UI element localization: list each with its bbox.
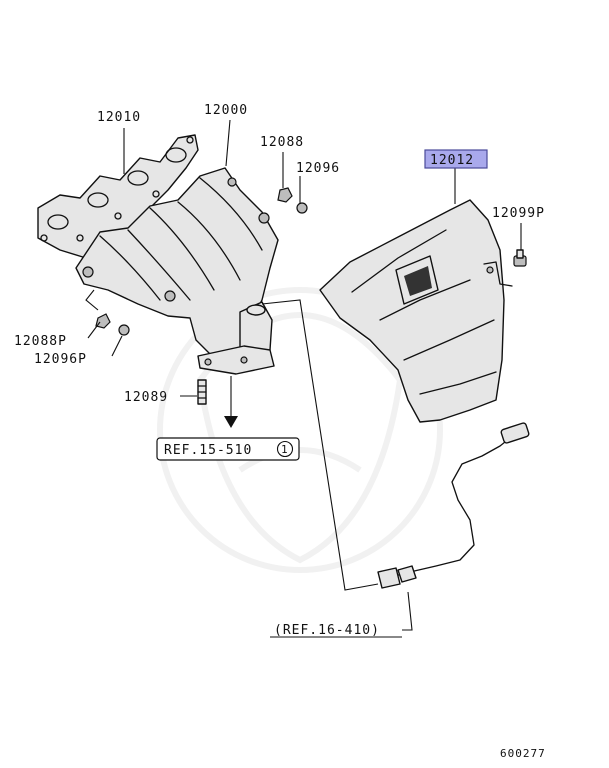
nut-12096P[interactable]	[118, 324, 130, 336]
ref-15-510-circle-number: 1	[281, 443, 289, 456]
label-12012: 12012	[430, 153, 474, 168]
nut-12096[interactable]	[296, 202, 308, 214]
label-12088P: 12088P	[14, 334, 67, 349]
highlight-box-12012	[424, 149, 488, 169]
figure-code: 600277	[500, 747, 546, 760]
label-12088: 12088	[260, 135, 304, 150]
nut-12088P[interactable]	[95, 313, 111, 329]
bolt-12099P[interactable]	[513, 249, 527, 267]
label-12096: 12096	[296, 161, 340, 176]
ref-16-410-text: (REF.16-410)	[274, 623, 380, 638]
watermark-emblem	[157, 287, 443, 573]
label-12096P: 12096P	[34, 352, 87, 367]
label-12089: 12089	[124, 390, 168, 405]
ref-15-510-link[interactable]: REF.15-510 1	[156, 437, 300, 461]
label-12010: 12010	[97, 110, 141, 125]
exhaust-manifold-12000[interactable]	[75, 167, 279, 375]
ref-15-510-text: REF.15-510	[164, 443, 252, 458]
stud-12089[interactable]	[197, 379, 207, 405]
oxygen-sensor[interactable]	[377, 422, 530, 589]
leader-lines	[85, 119, 522, 631]
label-12099P: 12099P	[492, 206, 545, 221]
nut-12088[interactable]	[277, 187, 293, 203]
ref-16-410-link[interactable]: (REF.16-410)	[270, 623, 402, 638]
label-12000: 12000	[204, 103, 248, 118]
heat-shield-12012[interactable]	[319, 199, 513, 423]
